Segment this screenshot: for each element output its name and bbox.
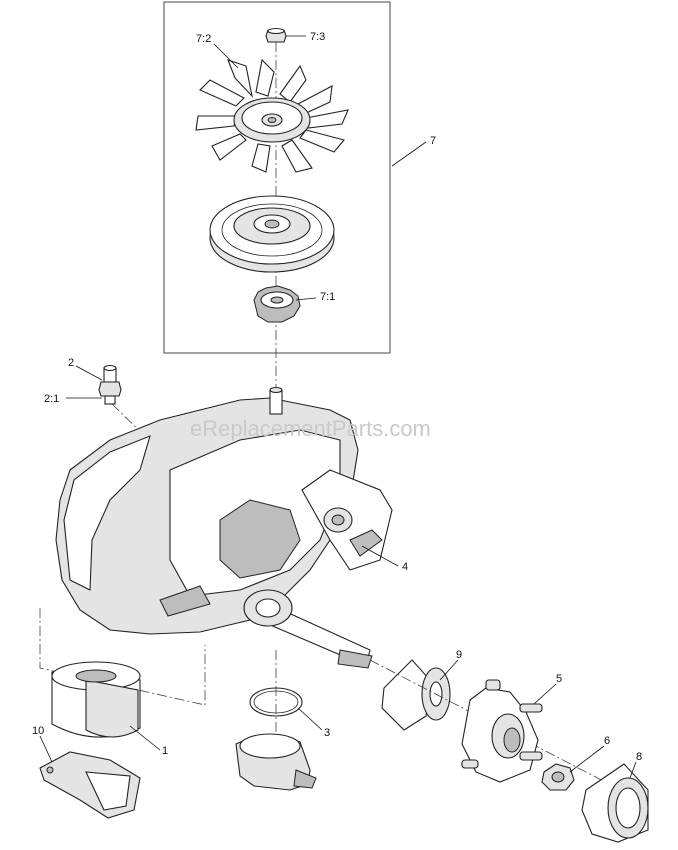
part-8-cap[interactable] <box>581 763 649 843</box>
kit-7-box <box>163 1 391 354</box>
part-6-lug-nut[interactable] <box>541 763 575 791</box>
callout-4: 4 <box>402 561 408 573</box>
part-4-transaxle[interactable] <box>55 386 393 669</box>
part-7-pulley[interactable] <box>209 195 335 273</box>
callout-10: 10 <box>32 725 44 737</box>
part-7-2-fan[interactable] <box>195 58 349 173</box>
callout-3: 3 <box>324 727 330 739</box>
part-3-cover[interactable] <box>235 733 317 791</box>
part-10-bracket[interactable] <box>39 751 141 819</box>
callout-5: 5 <box>556 673 562 685</box>
callout-8: 8 <box>636 751 642 763</box>
callout-7-2: 7:2 <box>196 33 211 45</box>
callout-9: 9 <box>456 649 462 661</box>
callout-7: 7 <box>430 135 436 147</box>
callout-7-1: 7:1 <box>320 291 335 303</box>
part-5-wheel-hub[interactable] <box>461 679 543 783</box>
part-9-flange[interactable] <box>381 659 451 731</box>
part-7-3-nut[interactable] <box>265 27 287 43</box>
callout-7-3: 7:3 <box>310 31 325 43</box>
callout-2-1: 2:1 <box>44 393 59 405</box>
part-7-1-hub[interactable] <box>253 285 301 323</box>
part-2-fitting[interactable] <box>98 364 122 405</box>
callout-2: 2 <box>68 357 74 369</box>
watermark-text: eReplacementParts.com <box>190 416 431 441</box>
callout-6: 6 <box>604 735 610 747</box>
callout-1: 1 <box>162 745 168 757</box>
leader-lines <box>39 35 637 779</box>
part-1-filter[interactable] <box>51 661 141 738</box>
